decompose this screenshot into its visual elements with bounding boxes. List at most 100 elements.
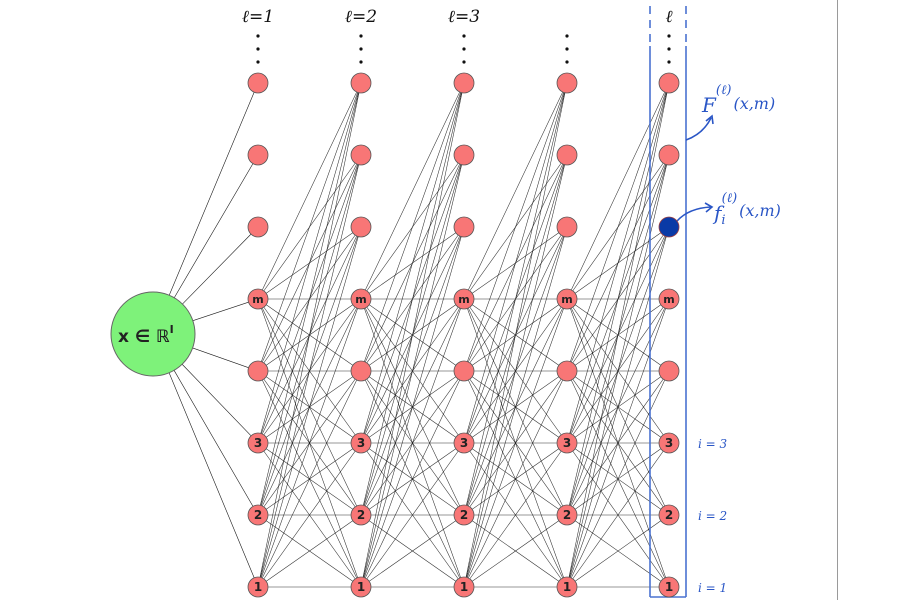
edge [257,154,362,588]
node-label: m [561,293,572,306]
node [658,72,680,94]
edge [463,82,568,516]
node-label: 2 [357,508,365,522]
node-label: 3 [665,436,673,450]
input-node-group: x ∈ ℝI [110,291,196,377]
node-label: 1 [665,580,673,594]
edge [463,82,568,588]
edge-input-to-layer1 [182,233,252,305]
node [453,576,475,598]
ellipsis-dot [256,60,260,64]
index-label-1: i = 1 [698,581,727,595]
layer-label: ℓ [665,7,672,27]
edge [257,82,362,516]
ellipsis-dot [359,34,363,38]
edge [566,298,670,588]
node [658,432,680,454]
edge [566,154,670,588]
node [658,288,680,310]
edge-input-to-layer1 [168,92,255,296]
node-label: m [458,293,469,306]
node [350,288,372,310]
edge [566,370,670,588]
node-output-arrowhead [704,202,714,213]
edge [360,442,465,588]
edge [360,82,465,516]
node [453,432,475,454]
ellipsis-dot [462,34,466,38]
edge [257,226,362,588]
node [453,360,475,382]
layer-output-arrow [685,117,712,141]
edge-input-to-layer1 [173,163,254,298]
ellipsis-dot [667,47,671,51]
edge [463,298,568,588]
node [453,216,475,238]
layer-output-arrowhead [705,114,714,125]
edge [463,82,568,372]
edge [566,226,670,588]
layer-label: ℓ=3 [448,7,480,27]
node-label: 1 [254,580,262,594]
node [556,216,578,238]
ellipsis-dot [565,34,569,38]
edge-input-to-layer1 [181,364,252,437]
edge [257,82,362,372]
edge [463,154,568,588]
node-label: 2 [563,508,571,522]
layer-output-annotation: F(ℓ)(x,m) [701,83,775,117]
node [556,432,578,454]
edge [360,514,465,588]
edge [360,82,465,588]
node-label: 1 [563,580,571,594]
node [453,72,475,94]
edge [360,82,465,300]
node [556,72,578,94]
node [556,360,578,382]
annotation-arrows [676,114,714,222]
node-label: 2 [254,508,262,522]
node [350,72,372,94]
layer-label: ℓ=1 [242,7,274,27]
node-label: m [355,293,366,306]
node [247,216,269,238]
ellipsis-dot [256,34,260,38]
node-label: 1 [357,580,365,594]
edge [257,82,362,300]
ellipsis-dot [462,60,466,64]
ellipsis-dot [256,47,260,51]
node [453,144,475,166]
node-label: 3 [460,436,468,450]
node [350,576,372,598]
ellipsis-dot [359,60,363,64]
edge [360,82,465,372]
input-node-label: x ∈ ℝI [118,323,174,347]
node [350,432,372,454]
node [658,576,680,598]
edge-input-to-layer1 [192,301,249,322]
edge [257,514,362,588]
index-label-2: i = 2 [698,509,727,523]
node-output-arrow [676,206,712,222]
edge [463,442,568,588]
node-label: 3 [357,436,365,450]
highlight-layer-box [649,6,687,598]
edge [463,226,568,588]
ellipsis-dot [462,47,466,51]
edge [257,370,362,588]
node [247,576,269,598]
node [350,504,372,526]
edge [257,442,362,588]
edge-input-to-layer1 [192,347,249,368]
node [658,360,680,382]
edge [257,82,362,444]
edge [360,82,465,444]
edge [463,82,568,444]
node [247,288,269,310]
edges-group [168,82,670,588]
ellipsis-dot [565,47,569,51]
edge-input-to-layer1 [173,370,254,507]
input-node [110,291,196,377]
